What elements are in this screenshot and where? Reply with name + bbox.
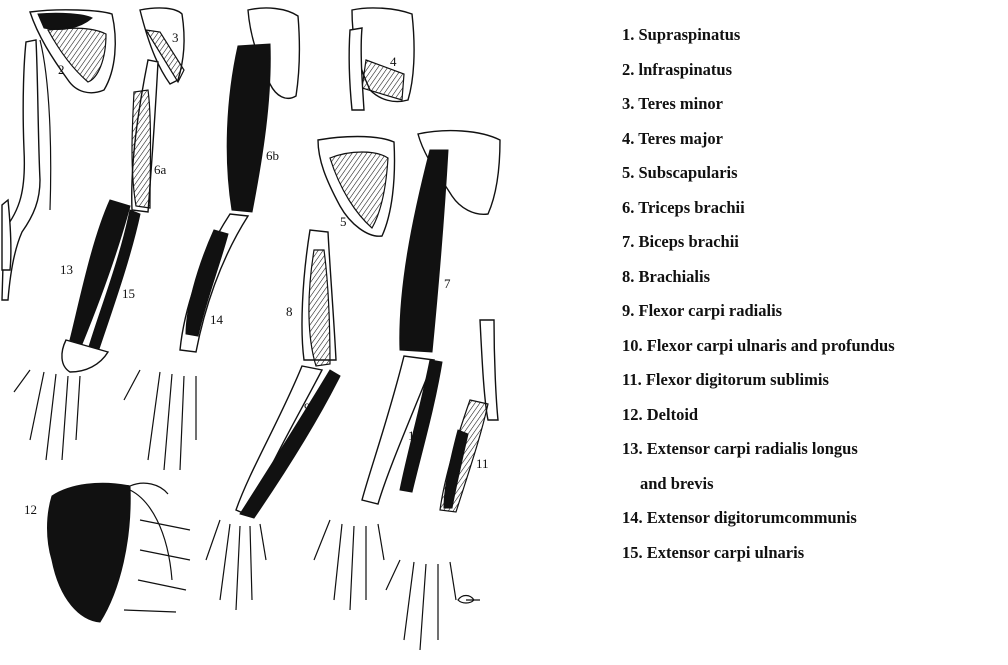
figure-label: 3 [172, 30, 179, 45]
legend-item: 1. Supraspinatus [622, 18, 1008, 53]
legend-item: 8. Brachialis [622, 260, 1008, 295]
legend-item: 15. Extensor carpi ulnaris [622, 536, 1008, 571]
legend-item: 12. Deltoid [622, 398, 1008, 433]
figure-label: 2 [58, 62, 65, 77]
legend-item: 4. Teres major [622, 122, 1008, 157]
panel-deltoid [48, 483, 191, 622]
legend-item: 11. Flexor digitorum sublimis [622, 363, 1008, 398]
muscle-legend: 1. Supraspinatus 2. lnfraspinatus 3. Ter… [622, 18, 1008, 570]
legend-item: 10. Flexor carpi ulnaris and profundus [622, 329, 1008, 364]
figure-label: 5 [340, 214, 347, 229]
legend-item: 9. Flexor carpi radialis [622, 294, 1008, 329]
biceps-brachii-muscle [400, 150, 448, 352]
panel-teres-major [349, 8, 414, 110]
figure-label: 8 [286, 304, 293, 319]
legend-item-continuation: and brevis [622, 467, 1008, 502]
figure-label: 7 [444, 276, 451, 291]
figure-label: 12 [24, 502, 37, 517]
figure-label: 15 [122, 286, 135, 301]
triceps-brachii-6b [227, 44, 270, 212]
arm-muscles-illustration: 2 3 4 6a 6b 5 13 15 14 8 7 9 10 11 12 [0, 0, 600, 665]
legend-item: 3. Teres minor [622, 87, 1008, 122]
figure-label: 9 [304, 400, 311, 415]
figure-label: 14 [210, 312, 224, 327]
legend-item: 7. Biceps brachii [622, 225, 1008, 260]
figure-label: 6b [266, 148, 279, 163]
triceps-brachii-6a [132, 90, 151, 208]
legend-item: 6. Triceps brachii [622, 191, 1008, 226]
figure-label: 6a [154, 162, 167, 177]
figure-label: 11 [476, 456, 489, 471]
legend-item: 5. Subscapularis [622, 156, 1008, 191]
figure-label: 10 [408, 428, 421, 443]
figure-label: 13 [60, 262, 73, 277]
legend-item: 2. lnfraspinatus [622, 53, 1008, 88]
artist-signature [458, 596, 480, 604]
deltoid-muscle [48, 483, 131, 622]
figure-label: 4 [390, 54, 397, 69]
legend-item: 14. Extensor digitorumcommunis [622, 501, 1008, 536]
legend-item: 13. Extensor carpi radialis longus [622, 432, 1008, 467]
